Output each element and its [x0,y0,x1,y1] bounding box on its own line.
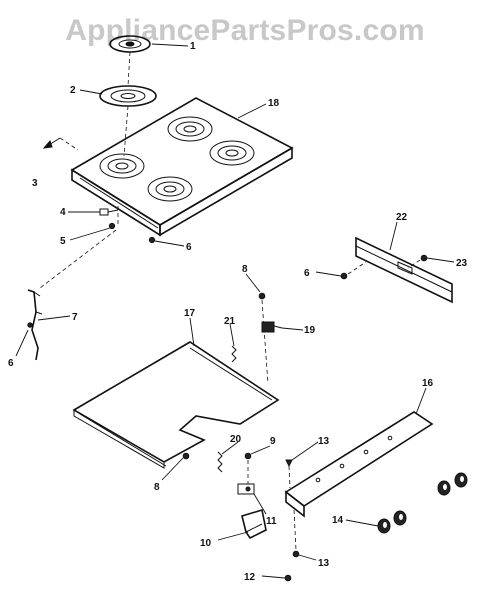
switch-part-19 [261,321,283,333]
burner-head [109,35,151,53]
clip-part-4 [99,208,119,216]
spring-part-21 [231,345,237,363]
label-part-8-lower: 8 [154,482,160,493]
label-part-20: 20 [230,434,242,445]
front-rail [284,411,434,518]
label-part-16: 16 [422,378,434,389]
burner-bowl-front-left [99,153,145,179]
leader-lines [15,43,455,579]
label-part-9: 9 [270,436,276,447]
screw-part-23 [420,254,428,262]
knob-part-14-c [437,480,451,496]
bottom-tray [72,341,280,469]
part-labels: 1 2 18 3 4 5 6 7 6 8 6 22 23 17 21 19 16… [8,41,468,583]
screw-part-5 [108,222,116,230]
label-part-6-upper: 6 [186,242,192,253]
label-part-14: 14 [332,515,344,526]
label-part-1: 1 [190,41,196,52]
screw-part-9 [244,452,252,460]
label-part-13-top: 13 [318,436,330,447]
label-part-10: 10 [200,538,212,549]
label-part-3: 3 [32,178,38,189]
label-part-22: 22 [396,212,408,223]
arrow-3 [42,137,61,149]
label-part-6-left: 6 [8,358,14,369]
screw-part-12 [284,574,292,582]
screw-part-6-upper [148,236,156,244]
label-part-4: 4 [60,207,66,218]
screw-part-13-top [285,459,293,468]
label-part-12: 12 [244,572,256,583]
rear-trim [355,236,453,304]
label-part-21: 21 [224,316,236,327]
spring-part-20 [217,451,223,473]
screw-part-8-top [258,292,266,300]
cooktop-panel [70,97,294,237]
knob-part-14-a [377,518,391,534]
label-part-8-top: 8 [242,264,248,275]
label-part-2: 2 [70,85,76,96]
screw-part-8-rear [340,272,348,280]
drip-bowl [99,85,157,107]
label-part-13-bottom: 13 [318,558,330,569]
label-part-11: 11 [266,516,277,527]
label-part-19: 19 [304,325,316,336]
burner-bowl-front-right [147,176,193,202]
burner-bowl-rear-right [209,140,255,166]
label-part-6-rear: 6 [304,268,310,279]
label-part-7: 7 [72,312,78,323]
burner-bowl-rear-left [167,116,213,142]
side-bracket [27,289,43,361]
label-part-23: 23 [456,258,468,269]
label-part-18: 18 [268,98,280,109]
bracket-part-10 [241,508,267,540]
knob-part-14-b [393,510,407,526]
screw-part-13-bottom [292,550,300,558]
screw-part-8-lower [182,452,190,460]
label-part-5: 5 [60,236,66,247]
label-part-17: 17 [184,308,196,319]
knob-part-14-d [454,472,468,488]
bracket-part-11 [237,483,255,495]
